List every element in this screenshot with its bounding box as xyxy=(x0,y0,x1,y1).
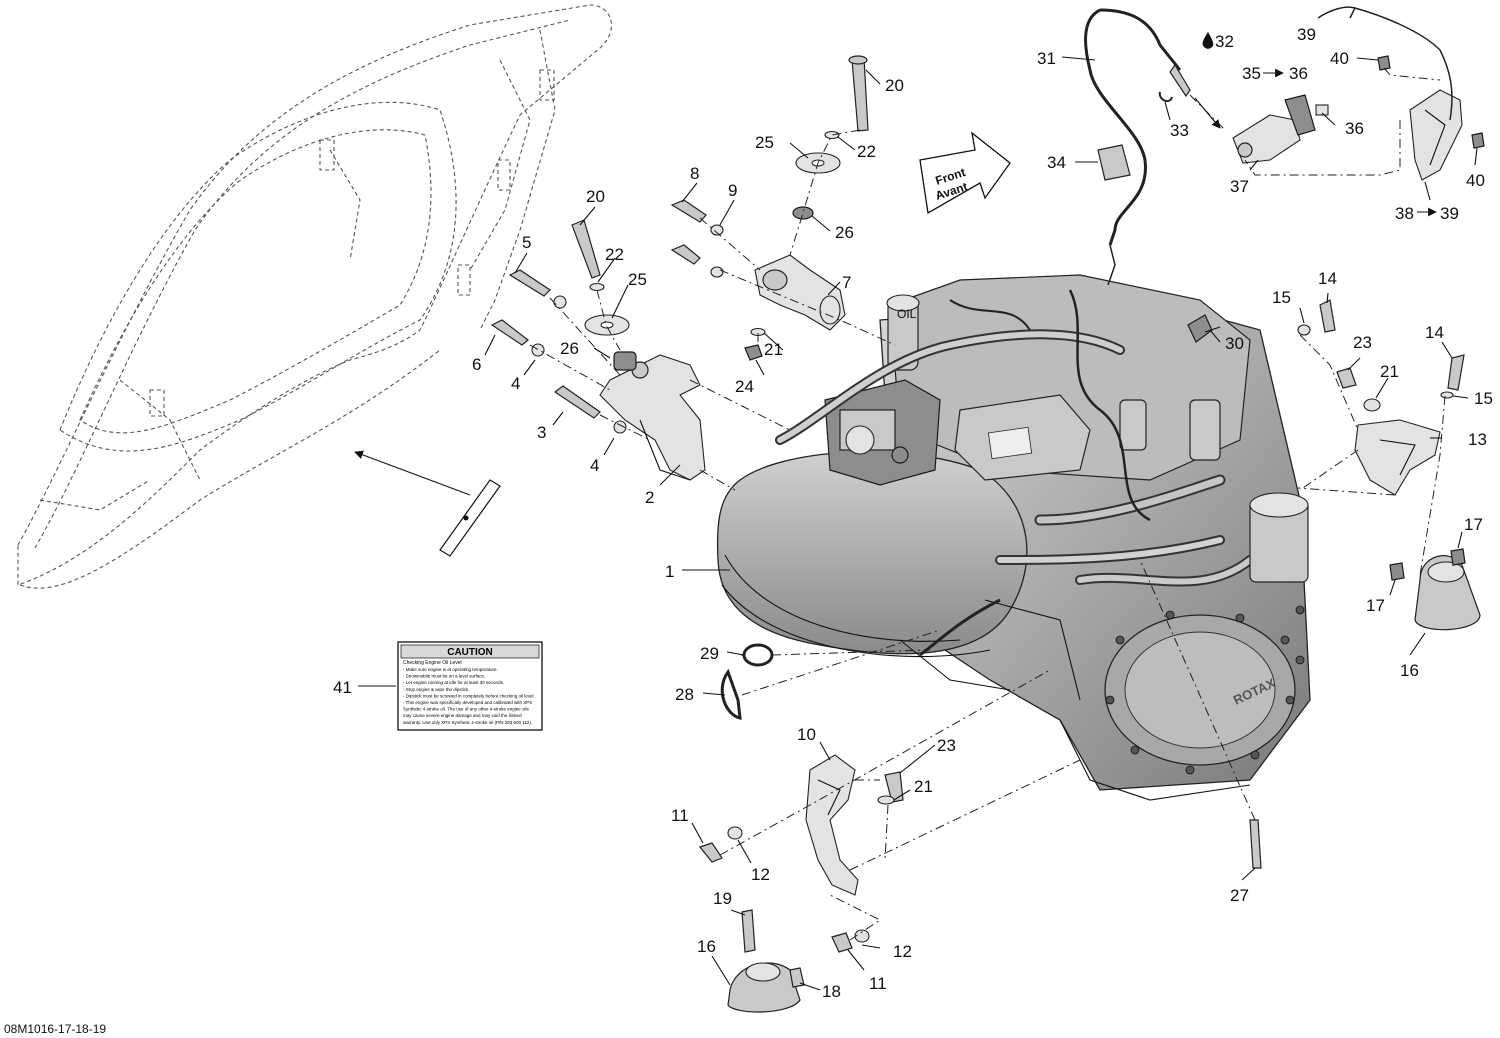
callout: 18 xyxy=(822,982,841,1001)
caution-line: may cause severe engine damage and may v… xyxy=(403,713,522,718)
callout: 34 xyxy=(1047,153,1066,172)
callout: 20 xyxy=(586,187,605,206)
callout: 38 xyxy=(1395,204,1414,223)
callout: 1 xyxy=(665,562,674,581)
callout: 12 xyxy=(893,942,912,961)
callout: 27 xyxy=(1230,886,1249,905)
caution-line: - Make sure engine is at operating tempe… xyxy=(403,667,498,672)
caution-title: CAUTION xyxy=(447,647,493,658)
callout: 12 xyxy=(751,865,770,884)
callout: 14 xyxy=(1425,323,1444,342)
caution-line: - Stop engine & wipe the dipstick. xyxy=(403,687,470,692)
callout: 28 xyxy=(675,685,694,704)
callout-numbers: 1 2 3 4 4 5 6 7 8 9 10 11 11 12 12 13 14… xyxy=(333,25,1493,1001)
callout: 13 xyxy=(1468,430,1487,449)
callout: 26 xyxy=(835,223,854,242)
callout: 39 xyxy=(1297,25,1316,44)
callout: 24 xyxy=(735,377,754,396)
callout: 15 xyxy=(1474,389,1493,408)
callout: 33 xyxy=(1170,121,1189,140)
callout: 32 xyxy=(1215,32,1234,51)
callout: 7 xyxy=(842,273,851,292)
callout: 21 xyxy=(764,340,783,359)
callout: 4 xyxy=(511,374,520,393)
left-mount-assembly xyxy=(490,219,791,491)
callout: 29 xyxy=(700,644,719,663)
leader-lines xyxy=(358,56,1478,991)
caution-line: - Dipstick must be screwed in completely… xyxy=(403,693,535,698)
right-mount-assembly xyxy=(1297,299,1481,631)
bottom-mount-assembly xyxy=(698,669,1081,1013)
callout: 20 xyxy=(885,76,904,95)
callout: 25 xyxy=(628,270,647,289)
callout: 40 xyxy=(1330,49,1349,68)
body-panel-outline xyxy=(17,4,612,589)
callout: 23 xyxy=(1353,333,1372,352)
callout: 23 xyxy=(937,736,956,755)
oil-cap-mark: OIL xyxy=(897,307,917,321)
callout: 8 xyxy=(690,164,699,183)
callout: 16 xyxy=(1400,661,1419,680)
label-strip xyxy=(439,479,501,557)
callout: 26 xyxy=(560,339,579,358)
callout: 21 xyxy=(914,777,933,796)
callout: 40 xyxy=(1466,171,1485,190)
caution-line: - Let engine running at idle for at leas… xyxy=(403,680,504,685)
callout: 35 xyxy=(1242,64,1261,83)
caution-subtitle: Checking Engine Oil Level xyxy=(403,660,462,666)
top-mount-assembly xyxy=(670,55,896,361)
caution-line: - Snowmobile must be on a level surface. xyxy=(403,674,485,679)
callout: 16 xyxy=(697,937,716,956)
callout: 11 xyxy=(671,806,689,825)
callout: 30 xyxy=(1225,334,1244,353)
callout: 11 xyxy=(869,974,887,993)
caution-label: CAUTION Checking Engine Oil Level - Make… xyxy=(397,641,543,731)
callout: 36 xyxy=(1345,119,1364,138)
callout: 22 xyxy=(605,245,624,264)
callout: 25 xyxy=(755,133,774,152)
callout: 10 xyxy=(797,725,816,744)
callout: 41 xyxy=(333,678,352,697)
callout: 36 xyxy=(1289,64,1308,83)
engine-assembly: OIL ROTAX xyxy=(716,274,1311,801)
caution-line: - This engine was specifically developed… xyxy=(403,700,532,705)
sensor-cable-assembly xyxy=(1084,6,1485,286)
diagram-reference: 08M1016-17-18-19 xyxy=(4,1022,106,1036)
caution-line: Synthetic 4-stroke oil. The use of any o… xyxy=(403,707,529,712)
range-arrow-icon xyxy=(1263,68,1437,217)
callout: 31 xyxy=(1037,49,1056,68)
dipstick xyxy=(1139,559,1262,869)
caution-line: warranty. Use only XPS Synthetic 4-strok… xyxy=(403,720,532,725)
callout: 19 xyxy=(713,889,732,908)
callout: 21 xyxy=(1380,362,1399,381)
callout: 22 xyxy=(857,142,876,161)
callout: 9 xyxy=(728,181,737,200)
callout: 15 xyxy=(1272,288,1291,307)
callout: 17 xyxy=(1464,515,1483,534)
callout: 2 xyxy=(645,488,654,507)
callout: 37 xyxy=(1230,177,1249,196)
callout: 14 xyxy=(1318,269,1337,288)
front-direction-arrow: Front Avant xyxy=(919,131,1011,215)
callout: 6 xyxy=(472,355,481,374)
callout: 5 xyxy=(522,233,531,252)
drop-icon xyxy=(1202,32,1214,49)
callout: 17 xyxy=(1366,596,1385,615)
callout: 3 xyxy=(537,423,546,442)
callout: 39 xyxy=(1440,204,1459,223)
callout: 4 xyxy=(590,456,599,475)
